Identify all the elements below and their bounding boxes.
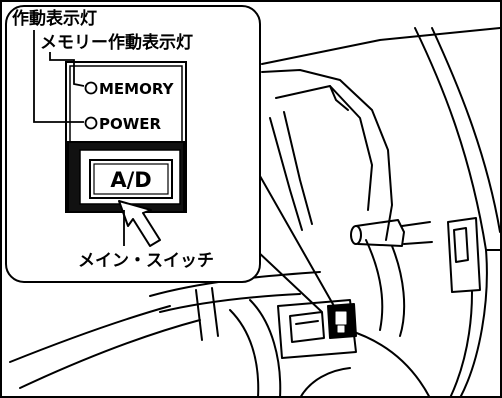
main-switch-label: メイン・スイッチ [78,251,214,271]
memory-indicator-lamp-label: メモリー作動表示灯 [40,32,193,53]
ad-button: A/D [89,159,173,199]
power-label: POWER [99,115,162,133]
memory-lamp-icon [84,81,98,95]
power-indicator: POWER [84,115,162,133]
leader-lines [33,30,125,246]
power-lamp-icon [84,116,98,130]
indicator-lamp-label: 作動表示灯 [12,8,97,29]
ad-button-label: A/D [110,168,151,192]
memory-indicator: MEMORY [84,80,175,98]
press-arrow-icon [118,200,161,247]
memory-label: MEMORY [99,80,175,98]
